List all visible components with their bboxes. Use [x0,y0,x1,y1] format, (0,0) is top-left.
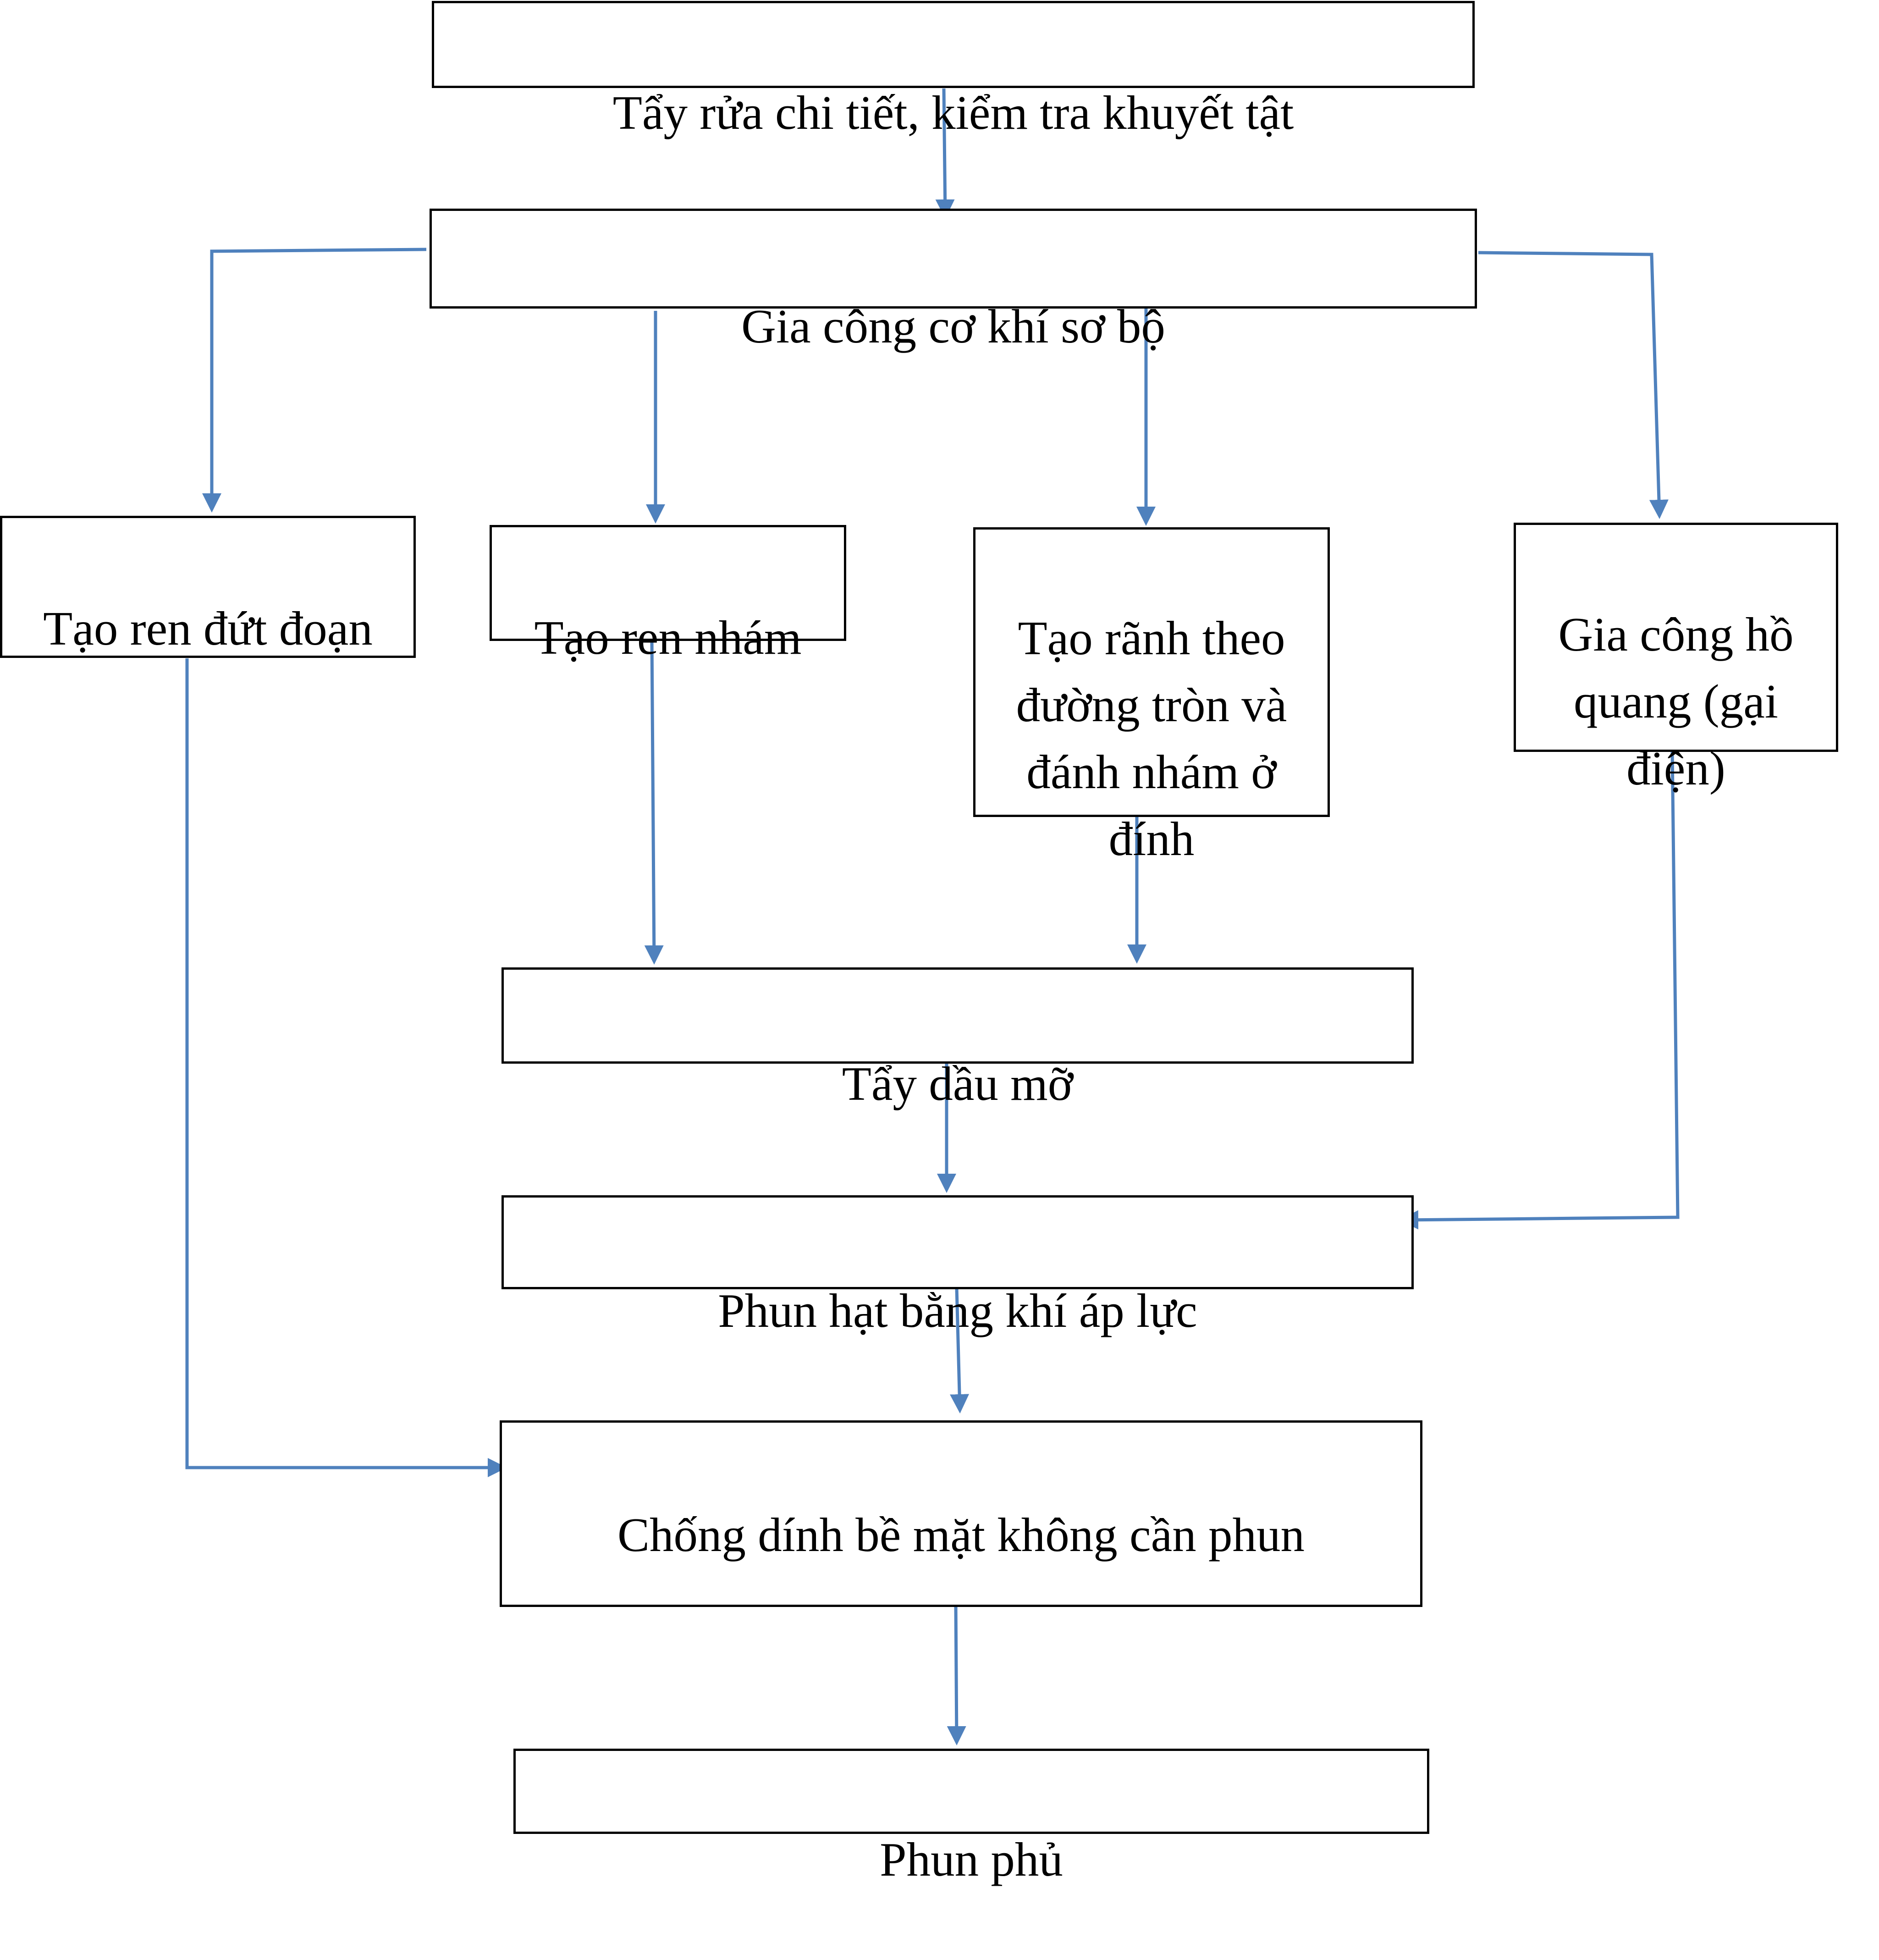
arrow-cleaning-to-pre-machining [935,88,955,219]
step-label: Phun hạt bằng khí áp lực [718,1284,1197,1337]
arrow-interrupted-thread-to-masking [185,658,507,1477]
step-circular-groove: Tạo rãnh theo đường tròn và đánh nhám ở … [973,527,1330,866]
arrow-blasting-to-masking [950,1287,970,1413]
step-abrasive-blasting: Phun hạt bằng khí áp lực [501,1195,1414,1337]
step-label: Chống dính bề mặt không cần phun [617,1508,1305,1562]
step-label: Gia công cơ khí sơ bộ [741,299,1165,353]
step-label: Tạo ren đứt đoạn [43,602,373,655]
step-thermal-spraying: Phun phủ [513,1749,1429,1886]
step-masking: Chống dính bề mặt không cần phun [500,1420,1422,1607]
process-flowchart: Tẩy rửa chi tiết, kiểm tra khuyết tật Gi… [0,1,1838,1886]
arrow-rough-thread-to-degreasing [644,638,664,965]
step-label: Tẩy dầu mỡ [842,1057,1074,1110]
step-interrupted-thread: Tạo ren đứt đoạn [0,516,416,658]
step-degreasing: Tẩy dầu mỡ [501,967,1414,1110]
arrow-masking-to-spraying [947,1604,966,1745]
step-label: Tẩy rửa chi tiết, kiểm tra khuyết tật [612,86,1294,139]
flow-arrows [185,88,1680,1745]
step-label: Tạo rãnh theo đường tròn và đánh nhám ở … [1016,611,1287,866]
arrow-pre-machining-to-arc-machining [1478,251,1669,519]
arrow-arc-machining-to-blasting [1399,751,1680,1230]
step-label: Gia công hồ quang (gại điện) [1558,607,1794,795]
step-arc-machining: Gia công hồ quang (gại điện) [1514,523,1838,795]
step-cleaning-inspection: Tẩy rửa chi tiết, kiểm tra khuyết tật [432,1,1475,139]
step-rough-thread: Tạo ren nhám [490,525,846,664]
step-label: Phun phủ [880,1833,1063,1886]
step-preliminary-machining: Gia công cơ khí sơ bộ [430,209,1477,353]
arrow-pre-machining-to-interrupted-thread [202,248,427,513]
step-label: Tạo ren nhám [534,611,802,664]
